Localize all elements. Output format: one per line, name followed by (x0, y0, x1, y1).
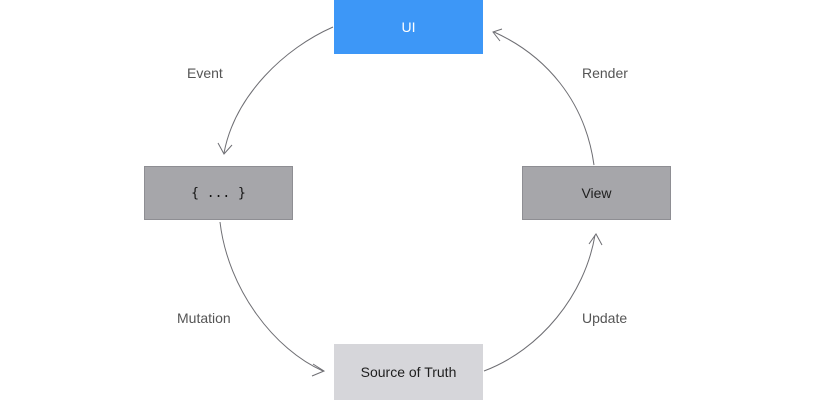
source-of-truth-node: Source of Truth (334, 344, 483, 400)
arrowhead-event (217, 142, 233, 155)
arrowhead-render (492, 28, 503, 42)
view-node: View (522, 166, 671, 220)
code-node-label: { ... } (191, 185, 246, 201)
ui-node-label: UI (401, 19, 416, 35)
arrow-render (493, 31, 595, 166)
arrowhead-mutation (311, 363, 326, 377)
source-of-truth-node-label: Source of Truth (360, 364, 457, 380)
render-label: Render (582, 65, 628, 81)
arrow-mutation (219, 221, 324, 372)
ui-node: UI (334, 0, 483, 54)
arrowhead-update (588, 233, 603, 246)
arrow-update (483, 234, 596, 372)
mutation-label: Mutation (177, 310, 231, 326)
code-node: { ... } (144, 166, 293, 220)
view-node-label: View (581, 185, 612, 201)
update-label: Update (582, 310, 628, 326)
arrow-event (223, 26, 334, 154)
event-label: Event (187, 65, 223, 81)
